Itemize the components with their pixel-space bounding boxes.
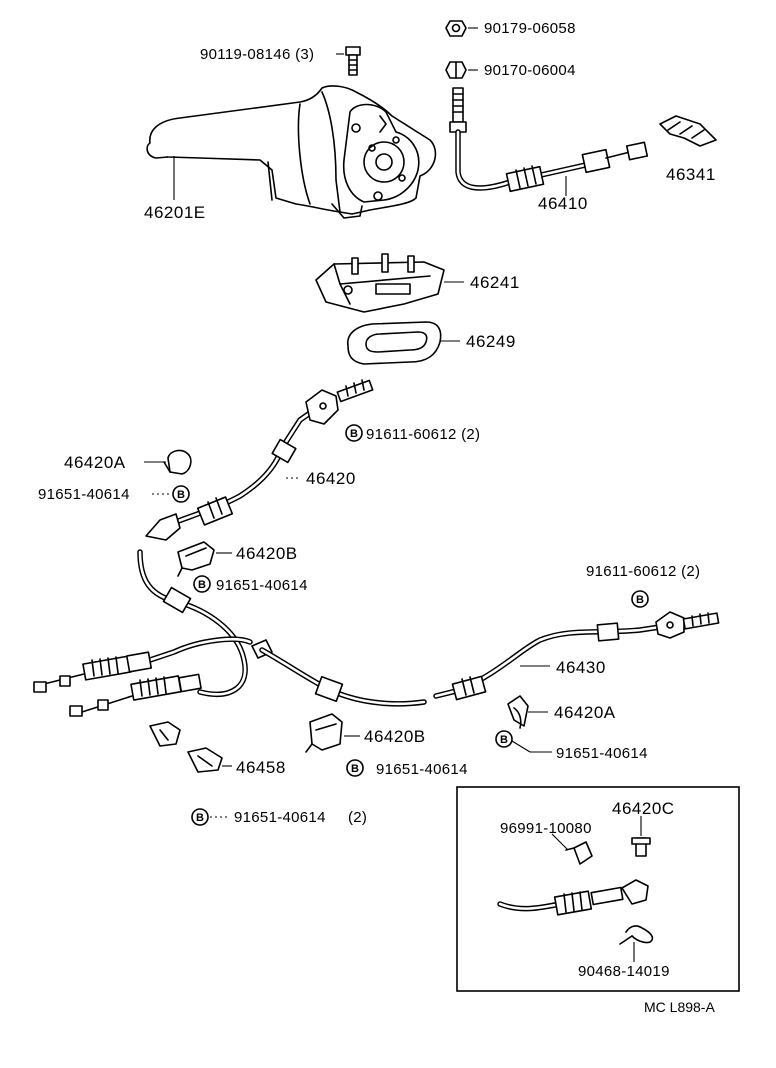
bracket-46420b-upper: [177, 541, 215, 577]
nut-90179-icon: [445, 20, 467, 37]
label-91611-upper: 91611-60612 (2): [366, 426, 480, 443]
diagram-code: MC L898-A: [644, 999, 715, 1015]
label-46420c: 46420C: [612, 799, 675, 818]
label-46458: 46458: [236, 758, 286, 777]
bolt-marker-91611-right: B: [631, 590, 649, 608]
bolt-marker-91651-bottom: B: [191, 808, 209, 826]
bracket-46241: [315, 253, 445, 313]
bolt-marker-91651-lower: B: [346, 759, 364, 777]
label-46201e: 46201E: [144, 203, 206, 222]
rear-cable-46430: [433, 611, 720, 701]
bolt-marker-91611-upper: B: [345, 424, 363, 442]
svg-text:B: B: [351, 763, 359, 775]
bolt-marker-91651-upper-left: B: [172, 485, 190, 503]
label-46249: 46249: [466, 332, 516, 351]
bolt-marker-91651-mid: B: [193, 575, 211, 593]
svg-text:B: B: [196, 812, 204, 824]
label-46420a-upper: 46420A: [64, 453, 126, 472]
label-46241: 46241: [470, 273, 520, 292]
leader-96991: [551, 833, 569, 851]
label-46410: 46410: [538, 194, 588, 213]
clip-46420a-upper: [163, 449, 192, 475]
svg-text:B: B: [177, 489, 185, 501]
label-91651-lower: 91651-40614: [376, 761, 468, 778]
center-cable: [259, 647, 427, 707]
bolt-90119-icon: [345, 46, 361, 76]
label-90468: 90468-14019: [578, 963, 670, 980]
label-46420a-lower: 46420A: [554, 703, 616, 722]
label-91651-bottom-qty: (2): [348, 809, 367, 826]
label-90170: 90170-06004: [484, 62, 576, 79]
label-91651-upper-left: 91651-40614: [38, 486, 130, 503]
label-91611-right: 91611-60612 (2): [586, 563, 700, 580]
clip-46341-icon: [659, 115, 717, 147]
svg-text:B: B: [198, 579, 206, 591]
bolt-marker-91651-right: B: [495, 730, 513, 748]
label-91651-bottom: 91651-40614: [234, 809, 326, 826]
label-91651-right: 91651-40614: [556, 745, 648, 762]
leader-91651-right: [511, 740, 531, 753]
label-46430: 46430: [556, 658, 606, 677]
label-91651-mid: 91651-40614: [216, 577, 308, 594]
inset-detail-box: [456, 786, 740, 992]
label-90179: 90179-06058: [484, 20, 576, 37]
parking-brake-lever-46201e: [146, 85, 437, 219]
label-96991: 96991-10080: [500, 820, 592, 837]
clip-46420a-lower: [507, 695, 529, 729]
nut-90170-icon: [445, 61, 467, 79]
label-90119: 90119-08146 (3): [200, 46, 314, 63]
label-46420: 46420: [306, 469, 356, 488]
boot-46249: [347, 321, 442, 365]
svg-text:B: B: [636, 594, 644, 606]
clip-46458: [149, 721, 223, 773]
cable-46420: [145, 379, 374, 541]
front-cable-46410: [449, 87, 649, 193]
bracket-46420b-lower: [305, 713, 343, 753]
label-46341: 46341: [666, 165, 716, 184]
svg-text:B: B: [500, 734, 508, 746]
label-46420b-lower: 46420B: [364, 727, 426, 746]
label-46420b-upper: 46420B: [236, 544, 298, 563]
svg-text:B: B: [350, 428, 358, 440]
rear-cable-left: [33, 549, 273, 717]
